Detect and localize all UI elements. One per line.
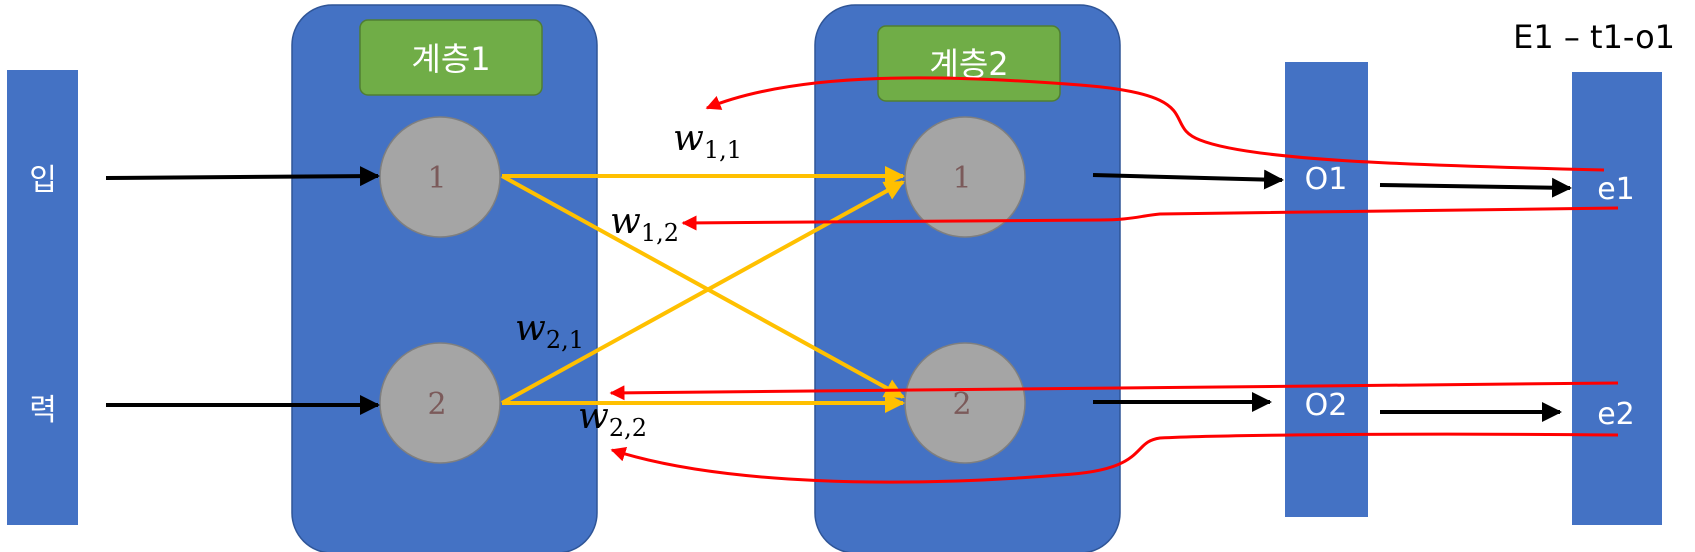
layer2-node-1 xyxy=(904,116,1026,238)
error-e2-label: e2 xyxy=(1597,397,1635,432)
diagram-title: E1 – t1-o1 xyxy=(1513,18,1675,56)
output-o1-label: O1 xyxy=(1305,162,1348,197)
input-block xyxy=(7,70,78,525)
weight-label-2-1: w2,1 xyxy=(515,308,584,354)
layer1-node-1-label: 1 xyxy=(427,161,446,196)
error-arrow-1 xyxy=(1379,177,1572,198)
output-o2-label: O2 xyxy=(1305,388,1348,423)
weight-label-1-1: w1,1 xyxy=(673,118,742,164)
weight-label-2-2: w2,2 xyxy=(578,396,647,442)
layer2-node-2 xyxy=(904,342,1026,464)
backprop-curve-w22 xyxy=(610,432,1619,484)
backprop-curve-w12 xyxy=(681,206,1619,231)
layer1-block xyxy=(291,4,598,552)
backprop-curve-w11 xyxy=(705,76,1605,172)
layer2-block xyxy=(814,4,1121,552)
output-arrow-1 xyxy=(1092,169,1284,190)
error-e1-label: e1 xyxy=(1597,172,1635,207)
layer2-node-2-label: 2 xyxy=(952,387,971,422)
input-label-top: 입 xyxy=(29,163,57,198)
weight-line-2-1 xyxy=(501,180,905,405)
layer1-label-box xyxy=(359,19,543,96)
weight-line-1-2 xyxy=(501,174,905,399)
output-block xyxy=(1285,62,1368,517)
weight-label-1-2: w1,2 xyxy=(610,201,679,247)
layer2-label-box xyxy=(877,25,1061,102)
layer1-node-2-label: 2 xyxy=(427,387,446,422)
layer1-node-2 xyxy=(379,342,501,464)
layer2-node-1-label: 1 xyxy=(952,161,971,196)
input-label-bottom: 력 xyxy=(29,393,57,428)
error-block xyxy=(1572,72,1662,525)
layer1-node-1 xyxy=(379,116,501,238)
layer1-label: 계층1 xyxy=(411,40,490,78)
input-arrow-1 xyxy=(105,166,380,187)
